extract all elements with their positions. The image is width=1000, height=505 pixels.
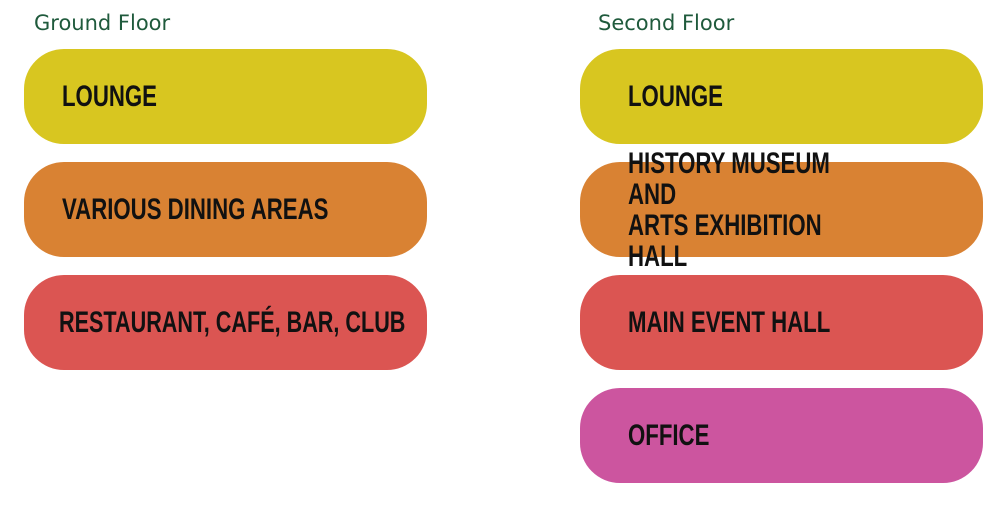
second-floor-office-pill: OFFICE [580, 388, 983, 483]
second-floor-lounge-pill: LOUNGE [580, 49, 983, 144]
pill-label: RESTAURANT, CAFÉ, BAR, CLUB [59, 305, 406, 339]
pill-label: HISTORY MUSEUM AND ARTS EXHIBITION HALL [628, 146, 830, 273]
pill-label: OFFICE [628, 418, 710, 452]
second-floor-museum-pill: HISTORY MUSEUM AND ARTS EXHIBITION HALL [580, 148, 983, 272]
pill-label: LOUNGE [62, 79, 157, 113]
pill-label: VARIOUS DINING AREAS [62, 192, 329, 226]
ground-floor-lounge-pill: LOUNGE [24, 49, 427, 144]
ground-floor-dining-pill: VARIOUS DINING AREAS [24, 162, 427, 257]
second-floor-event-hall-pill: MAIN EVENT HALL [580, 275, 983, 370]
second-floor-title: Second Floor [598, 11, 735, 35]
pill-label: LOUNGE [628, 79, 723, 113]
ground-floor-restaurant-pill: RESTAURANT, CAFÉ, BAR, CLUB [24, 275, 427, 370]
pill-label: MAIN EVENT HALL [628, 305, 831, 339]
ground-floor-title: Ground Floor [34, 11, 171, 35]
